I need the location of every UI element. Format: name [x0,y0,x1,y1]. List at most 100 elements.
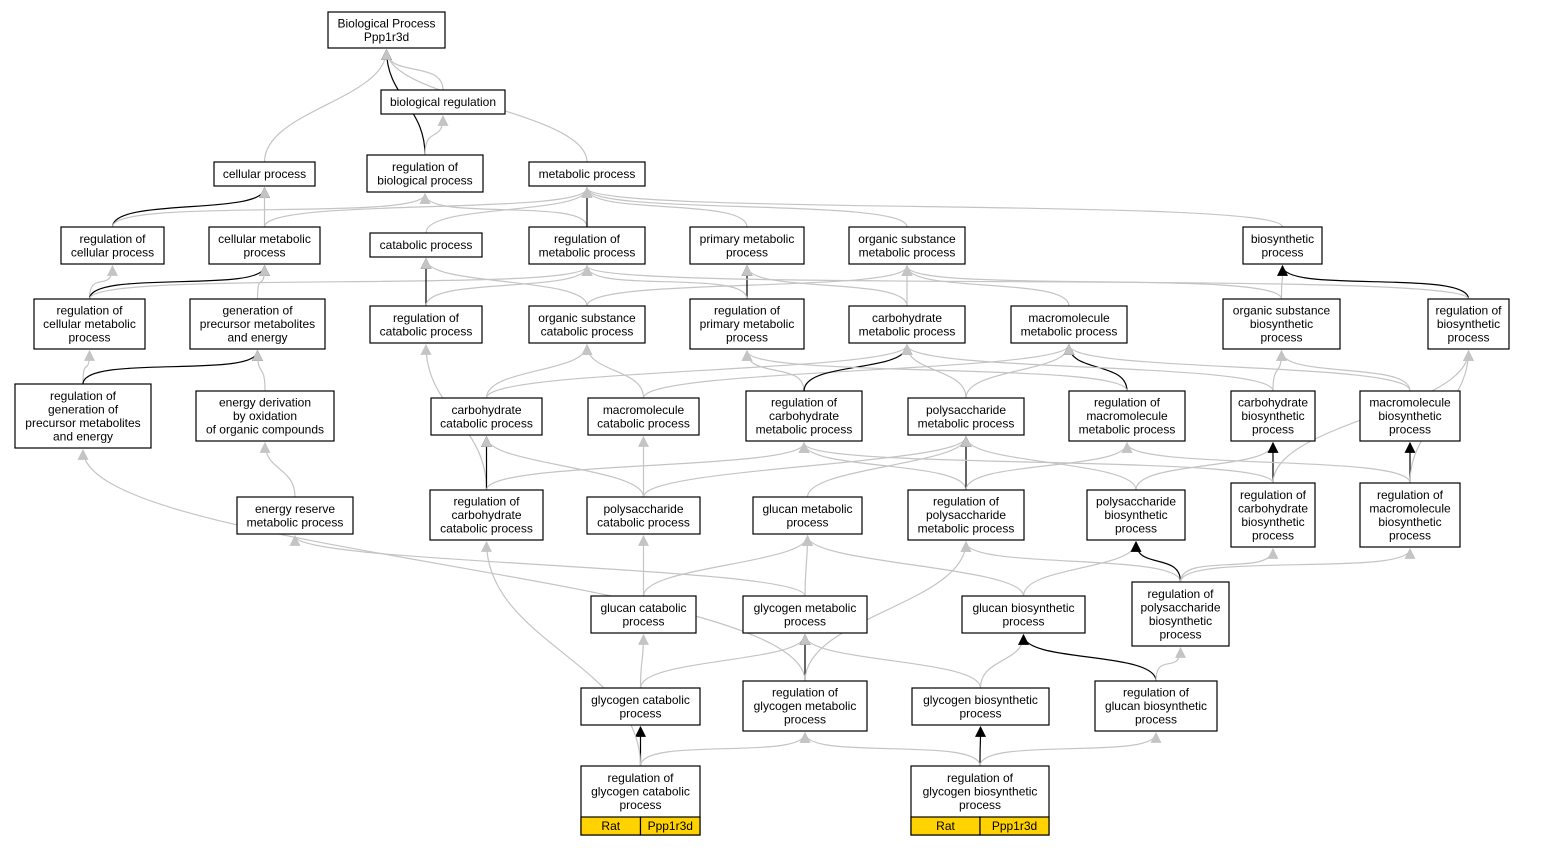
edge-polybio-to-polymet [960,435,1137,491]
node-label-line: regulation of [392,160,459,174]
node-box [1086,489,1186,541]
node-label-line: carbohydrate [451,508,521,522]
node-metab[interactable]: metabolic process [528,161,646,187]
node-label-line: carbohydrate [769,409,839,423]
node-catab[interactable]: catabolic process [369,232,483,258]
node-label-line: process [786,515,828,529]
node-label-line: regulation of [1435,304,1502,318]
node-regpolybio[interactable]: regulation ofpolysaccharidebiosyntheticp… [1131,581,1230,647]
annotation-gene: Ppp1r3d [992,819,1037,833]
node-label-line: of organic compounds [206,423,324,437]
edge-carbbio-to-carbmet [901,343,1274,392]
node-box [366,154,484,193]
edge-glycmet-to-energyres [289,534,806,597]
edge-cellmet-to-metab [263,186,593,228]
node-label-line: precursor metabolites [200,317,315,331]
node-box [369,232,483,258]
edge-glycmet-to-glucanmet [801,534,813,597]
node-label-line: process [726,331,768,345]
node-bioreg[interactable]: biological regulation [380,89,506,115]
node-label-line: process [959,706,1001,720]
node-label-line: process [622,614,664,628]
annotation-row: Rat Ppp1r3d [910,816,1050,836]
node-label-line: catabolic process [440,522,533,536]
annotation-gene: Ppp1r3d [648,819,693,833]
node-label-line: regulation of [772,686,839,700]
node-label-line: macromolecule [603,403,685,417]
node-box [1359,482,1461,548]
node-label-line: glycogen catabolic [591,693,690,707]
edge-carbcat-to-carbmet [485,343,913,399]
node-label-line: metabolic process [918,416,1015,430]
node-box [189,298,326,350]
annotation-species: Rat [936,819,955,833]
edge-regpolymet-to-regcarbmet [798,441,967,491]
node-label-line: energy reserve [255,502,335,516]
node-label-line: biological regulation [390,95,496,109]
node-box [1230,390,1316,442]
edge-glycbio-to-glycmet [799,633,982,689]
node-box [1427,298,1510,350]
node-label-line: regulation of [714,304,781,318]
edge-biosyn-to-metab [581,186,1284,228]
node-cellproc[interactable]: cellular process [213,161,316,187]
node-regmacrobio[interactable]: regulation ofmacromoleculebiosyntheticpr… [1359,482,1461,548]
node-box [236,496,354,535]
node-regcarbbio[interactable]: regulation ofcarbohydratebiosyntheticpro… [1230,482,1316,548]
edge-reggenprec-to-regcellmet [82,349,95,385]
node-box [327,11,446,49]
node-label-line: regulation of [947,771,1014,785]
node-label-line: regulation of [1240,488,1307,502]
node-label-line: biosynthetic [1241,515,1304,529]
edge-primmet-to-metab [581,186,748,228]
node-label-line: catabolic process [380,238,473,252]
node-label-line: glucan catabolic [600,601,686,615]
node-label-line: regulation of [1147,587,1214,601]
node-label-line: biosynthetic [1378,409,1441,423]
node-box [369,305,483,344]
edge-glyccat-to-glycmet [639,633,811,689]
